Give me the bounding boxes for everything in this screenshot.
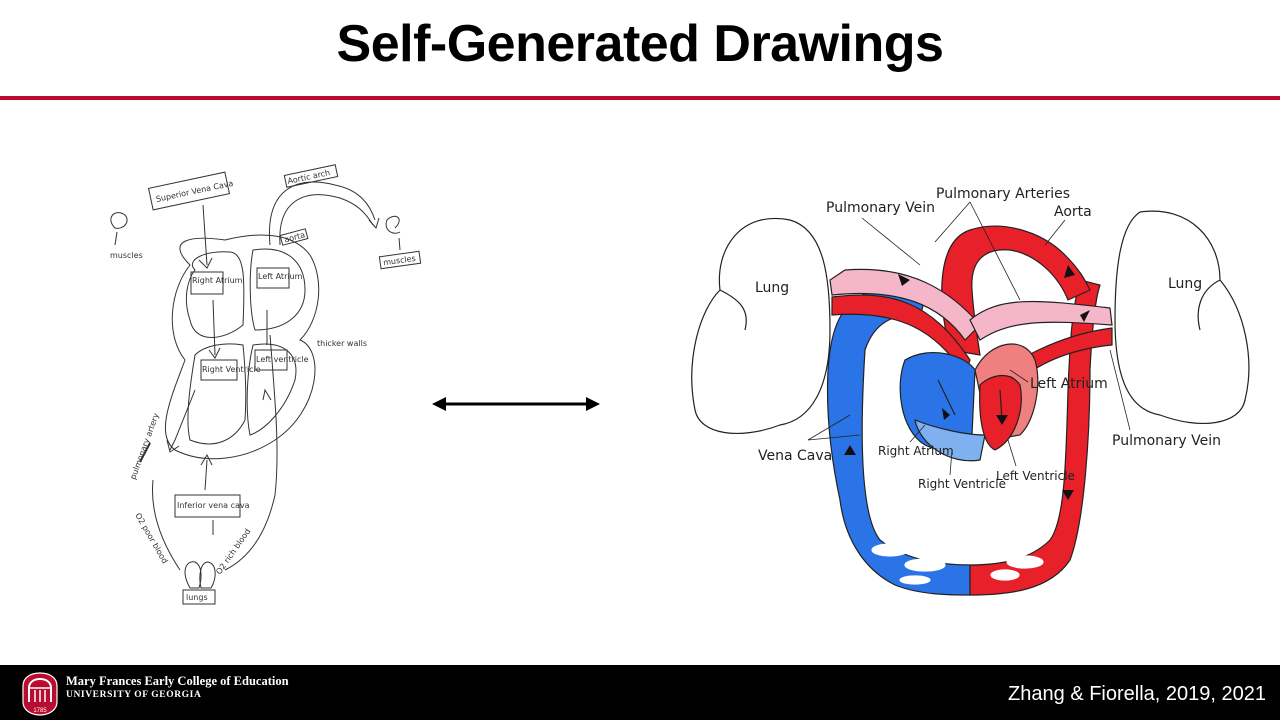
- left-lung: [691, 217, 831, 435]
- sketch-label-pulmonary-artery: pulmonary artery: [128, 412, 160, 481]
- sketch-label-muscles-left: muscles: [110, 251, 143, 260]
- sketch-label-superior-vena-cava: Superior Vena Cava: [155, 179, 234, 204]
- sketch-heart-outline: [164, 234, 320, 460]
- org-name: Mary Frances Early College of Education: [66, 674, 289, 688]
- sketch-label-o2-rich-blood: O2 rich blood: [214, 527, 252, 576]
- pulmonary-artery-right: [969, 300, 1113, 341]
- sketch-box-muscles-right: [378, 250, 422, 270]
- heart-circulation-diagram: Lung Lung Pulmonary Vein Pulmonary Arter…: [691, 186, 1250, 596]
- logo-year: 1785: [33, 708, 47, 714]
- sketch-label-right-atrium: Right Atrium: [192, 276, 243, 285]
- label-right-atrium: Right Atrium: [878, 444, 954, 458]
- sketch-box-aorta: [279, 228, 309, 246]
- title-divider: [0, 96, 1280, 100]
- double-headed-arrow-icon: [432, 397, 600, 411]
- sketch-label-inferior-vena-cava: Inferior vena cava: [177, 501, 250, 510]
- label-pulmonary-arteries: Pulmonary Arteries: [936, 186, 1070, 202]
- sketch-box-lungs: [182, 589, 216, 605]
- sketch-box-right-ventricle: [200, 359, 238, 381]
- label-lung-left: Lung: [755, 280, 789, 296]
- label-pulmonary-vein-top: Pulmonary Vein: [826, 200, 935, 216]
- right-lung: [1114, 210, 1250, 425]
- sketch-label-left-ventricle: Left ventricle: [256, 355, 309, 364]
- sketch-label-thicker-walls: thicker walls: [317, 339, 367, 348]
- org-subtitle: UNIVERSITY OF GEORGIA: [66, 690, 202, 700]
- label-aorta: Aorta: [1054, 204, 1092, 220]
- citation: Zhang & Fiorella, 2019, 2021: [1008, 683, 1266, 705]
- uga-arch-logo-icon: 1785: [22, 672, 58, 716]
- sketch-label-o2-poor-blood: O2 poor blood: [133, 512, 169, 566]
- sketch-box-right-atrium: [190, 271, 224, 295]
- slide-title: Self-Generated Drawings: [336, 15, 944, 73]
- sketch-box-inferior-vena-cava: [174, 494, 241, 518]
- label-left-ventricle: Left Ventricle: [996, 469, 1075, 483]
- systemic-artery-loop: [969, 279, 1101, 596]
- sketch-label-right-ventricle: Right Ventricle: [202, 365, 261, 374]
- sketch-label-left-atrium: Left Atrium: [258, 272, 303, 281]
- label-vena-cava: Vena Cava: [758, 448, 832, 464]
- left-ventricle: [979, 375, 1022, 451]
- label-lung-right: Lung: [1168, 276, 1202, 292]
- label-pulmonary-vein-right: Pulmonary Vein: [1112, 433, 1221, 449]
- student-sketch: Superior Vena Cava Aortic arch aorta Rig…: [110, 164, 422, 605]
- aorta-arch: [941, 225, 1091, 356]
- sketch-box-left-atrium: [256, 267, 290, 289]
- right-ventricle: [914, 419, 986, 462]
- pulmonary-artery-left: [829, 268, 981, 341]
- label-right-ventricle: Right Ventricle: [918, 477, 1006, 491]
- sketch-label-lungs: lungs: [186, 593, 208, 602]
- label-left-atrium: Left Atrium: [1030, 376, 1108, 392]
- sketch-box-superior-vena-cava: [147, 171, 231, 211]
- footer-bar: 1785 Mary Frances Early College of Educa…: [0, 665, 1280, 720]
